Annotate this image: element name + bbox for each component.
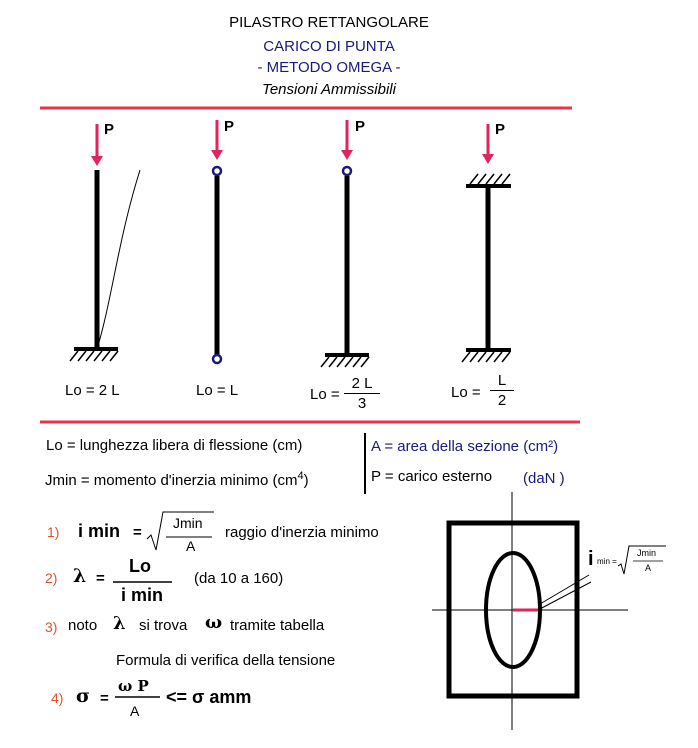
load-label-1: P xyxy=(104,121,115,138)
effective-length-3-fraction: 2 L 3 xyxy=(344,375,380,412)
formula-2-num: Lo xyxy=(129,556,151,576)
formula-3-lambda: λ xyxy=(113,613,126,634)
formula-4-sigma: σ xyxy=(76,685,91,707)
section-i-sub: min = xyxy=(597,557,617,566)
effective-length-3-prefix: Lo = xyxy=(310,386,340,403)
formula-1-description: raggio d'inerzia minimo xyxy=(225,524,379,541)
subtitle-carico: CARICO DI PUNTA xyxy=(263,38,395,55)
legend-load-unit: (daN ) xyxy=(523,470,565,487)
formula-4-number: 4) xyxy=(51,690,64,706)
formula-2-den: i min xyxy=(121,585,164,605)
formula-3-omega: ω xyxy=(205,612,223,633)
formula-2-number: 2) xyxy=(45,570,58,586)
formula-3-text-trova: si trova xyxy=(139,617,188,634)
section-i-label: i xyxy=(588,548,594,570)
column-fixed-free xyxy=(69,124,141,362)
effective-length-3-num: 2 L xyxy=(351,375,373,392)
column-fixed-fixed xyxy=(461,124,511,363)
formula-3-number: 3) xyxy=(45,619,58,635)
effective-length-3-den: 3 xyxy=(357,395,367,412)
section-rad-num: Jmin xyxy=(637,548,657,558)
section-rad-den: A xyxy=(645,563,652,573)
legend-lo-definition: Lo = lunghezza libera di flessione (cm) xyxy=(46,437,303,454)
formula-4-rhs: <= σ amm xyxy=(166,687,252,707)
load-label-4: P xyxy=(495,121,506,138)
effective-length-1: Lo = 2 L xyxy=(65,382,120,399)
formula-1-number: 1) xyxy=(47,524,60,540)
legend-area-definition: A = area della sezione (cm²) xyxy=(371,438,559,455)
formula-3-text-tabella: tramite tabella xyxy=(230,617,325,634)
subtitle-metodo: - METODO OMEGA - xyxy=(257,59,401,76)
page-title: PILASTRO RETTANGOLARE xyxy=(229,14,429,31)
effective-length-4-num: L xyxy=(497,372,507,389)
formula-1-lhs: i min xyxy=(78,521,121,541)
formula-3-text-noto: noto xyxy=(68,617,98,634)
formula-4-num: ω P xyxy=(118,677,149,695)
formula-2-equals: = xyxy=(96,570,105,587)
formula-1-rad-num: Jmin xyxy=(173,515,203,531)
subtitle-tensioni: Tensioni Ammissibili xyxy=(262,81,396,98)
formula-1-rad-den: A xyxy=(186,538,196,554)
column-fixed-pinned xyxy=(320,120,370,368)
verification-caption: Formula di verifica della tensione xyxy=(116,652,336,669)
formula-2-lambda: λ xyxy=(73,565,87,587)
legend-jmin-definition: Jmin = momento d'inerzia minimo (cm4) xyxy=(45,470,309,489)
load-label-3: P xyxy=(355,118,366,135)
legend-load-definition: P = carico esterno xyxy=(371,468,493,485)
effective-length-2: Lo = L xyxy=(196,382,239,399)
sqrt-sign-f1 xyxy=(146,511,214,551)
effective-length-4-den: 2 xyxy=(497,392,507,409)
formula-4-equals: = xyxy=(100,690,109,707)
effective-length-4-fraction: L 2 xyxy=(490,372,514,409)
formula-1-equals: = xyxy=(133,524,142,541)
cross-section xyxy=(432,492,666,730)
formula-2-range: (da 10 a 160) xyxy=(194,570,284,587)
column-pinned-pinned xyxy=(211,120,223,365)
formula-4-den: A xyxy=(130,703,140,719)
effective-length-4-prefix: Lo = xyxy=(451,384,481,401)
load-label-2: P xyxy=(224,118,235,135)
